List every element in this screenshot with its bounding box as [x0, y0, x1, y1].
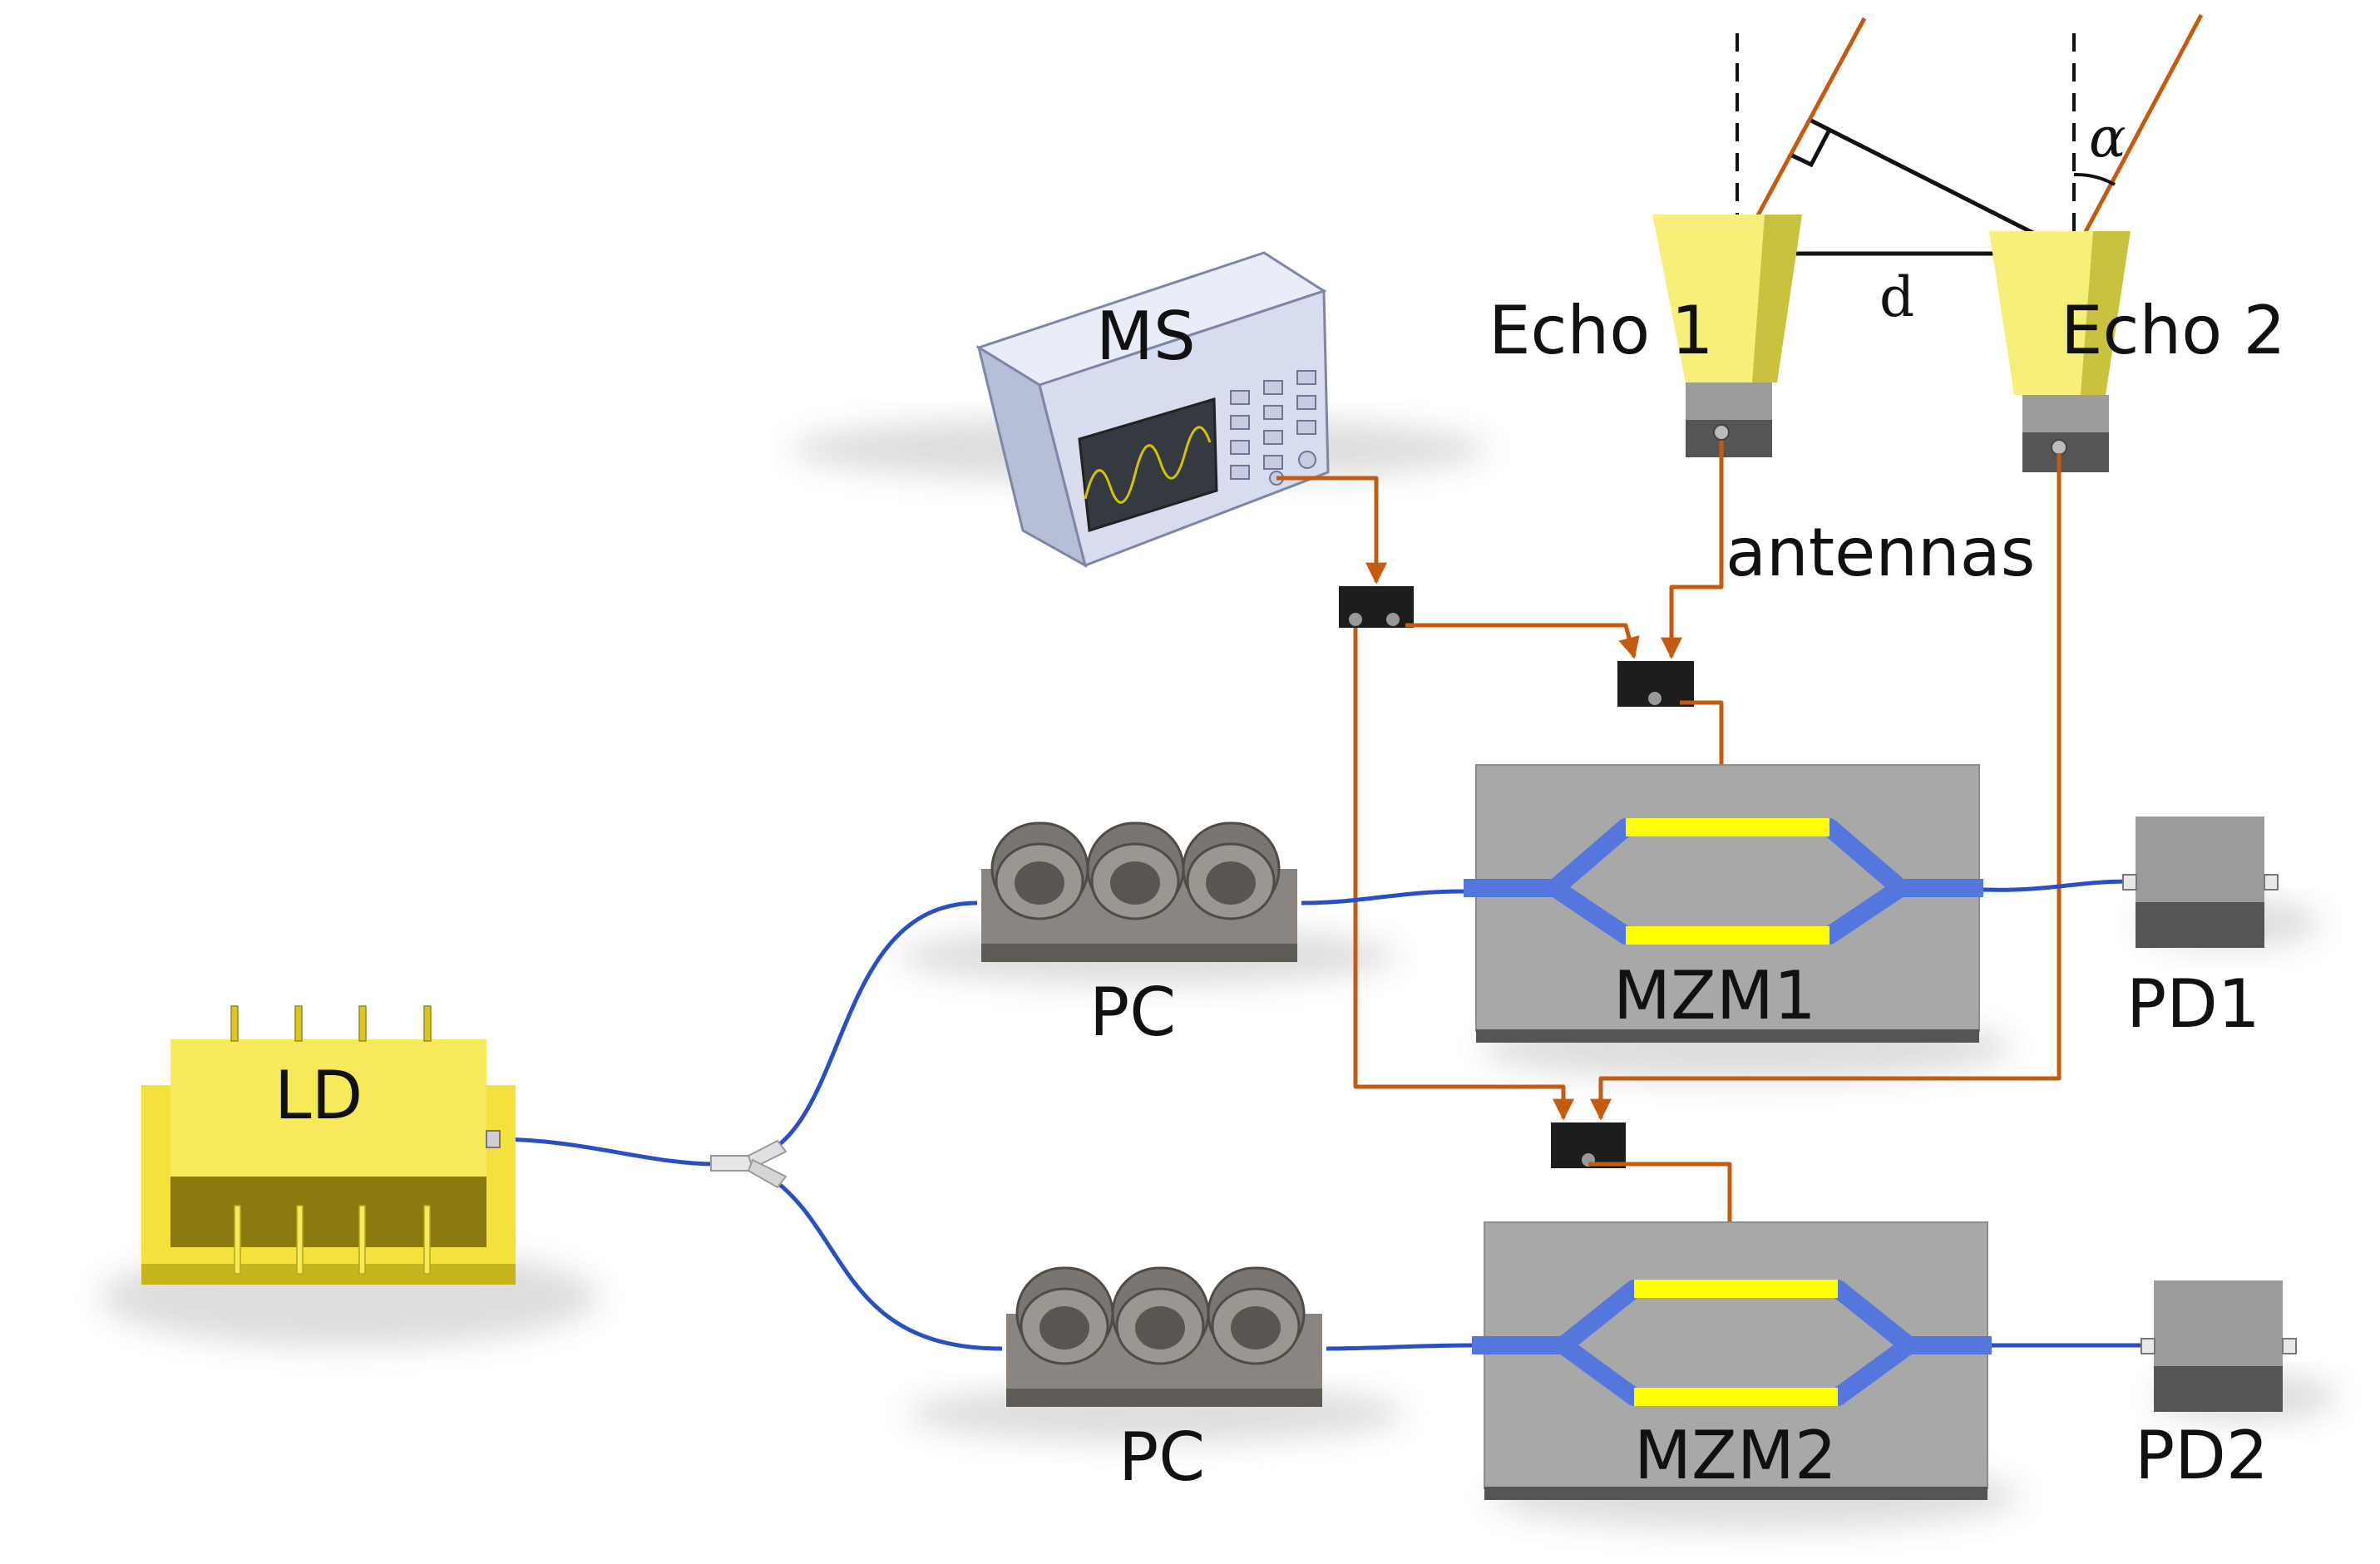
label-pc-top: PC — [1089, 974, 1176, 1051]
mzm1-electrode-bottom — [1626, 926, 1829, 945]
fiber-mzm1-to-pd1 — [1983, 879, 2134, 892]
fiber-pc-top-to-mzm1 — [1301, 889, 1464, 905]
polarization-controller-bottom — [1006, 1266, 1322, 1407]
label-echo2: Echo 2 — [2061, 292, 2286, 369]
label-pd1: PD1 — [2126, 965, 2260, 1043]
label-echo1: Echo 1 — [1489, 292, 1714, 369]
polarization-controller-top — [981, 821, 1297, 962]
photodetector-2 — [2141, 1280, 2297, 1412]
incident-ray-right — [2071, 13, 2204, 255]
right-angle-mark — [1790, 128, 1832, 168]
ms-keypad — [1230, 370, 1316, 486]
microwave-source — [975, 251, 1330, 569]
cable-splitter-to-combiner1 — [1405, 623, 1640, 659]
labels: MS Echo 1 Echo 2 d α antennas PC PC MZM1… — [274, 106, 2286, 1496]
label-alpha: α — [2089, 106, 2126, 170]
label-pc-bottom: PC — [1118, 1418, 1205, 1496]
photodetector-1 — [2122, 817, 2279, 948]
cable-splitter-to-combiner2 — [1353, 628, 1574, 1121]
mzm1-modulator — [1464, 764, 1983, 1043]
fiber-pc-bottom-to-mzm2 — [1326, 1343, 1473, 1351]
label-pd2: PD2 — [2135, 1417, 2269, 1494]
mzm1-electrode-top — [1626, 818, 1829, 836]
ld-output-port — [486, 1130, 501, 1148]
fiber-coupler-to-pc-top — [768, 900, 978, 1154]
horn-antenna-echo1 — [1652, 215, 1802, 457]
rf-cables — [1276, 441, 2062, 1354]
mzm2-electrode-bottom — [1634, 1388, 1838, 1406]
fiber-coupler-to-pc-bottom — [768, 1174, 1003, 1351]
cable-echo1-to-combiner1 — [1661, 441, 1724, 659]
label-mzm1: MZM1 — [1613, 957, 1816, 1034]
antenna-geometry — [1735, 13, 2204, 258]
rf-combiner-1 — [1617, 661, 1694, 707]
alpha-arc — [2073, 172, 2116, 186]
label-d: d — [1879, 265, 1914, 329]
fiber-coupler — [710, 1139, 788, 1189]
horn-antenna-echo2 — [1989, 231, 2131, 472]
mzm2-modulator — [1472, 1221, 1992, 1500]
optical-fibers — [496, 879, 2150, 1351]
ld-pins-bottom — [234, 1205, 431, 1275]
label-mzm2: MZM2 — [1634, 1417, 1837, 1494]
fiber-ld-to-coupler — [496, 1137, 716, 1167]
cable-ms-to-splitter — [1276, 476, 1387, 585]
laser-diode — [141, 1005, 516, 1285]
label-antennas: antennas — [1726, 514, 2035, 591]
ld-pins-top — [230, 1005, 432, 1042]
incident-ray-left — [1735, 17, 1867, 255]
rf-combiner-2 — [1551, 1122, 1626, 1168]
label-ld: LD — [274, 1057, 363, 1134]
ms-waveform — [1084, 426, 1212, 504]
mzm2-electrode-top — [1634, 1280, 1838, 1298]
rf-splitter — [1339, 586, 1414, 628]
label-ms: MS — [1096, 298, 1196, 375]
cable-echo2-to-combiner2 — [1590, 453, 2062, 1121]
